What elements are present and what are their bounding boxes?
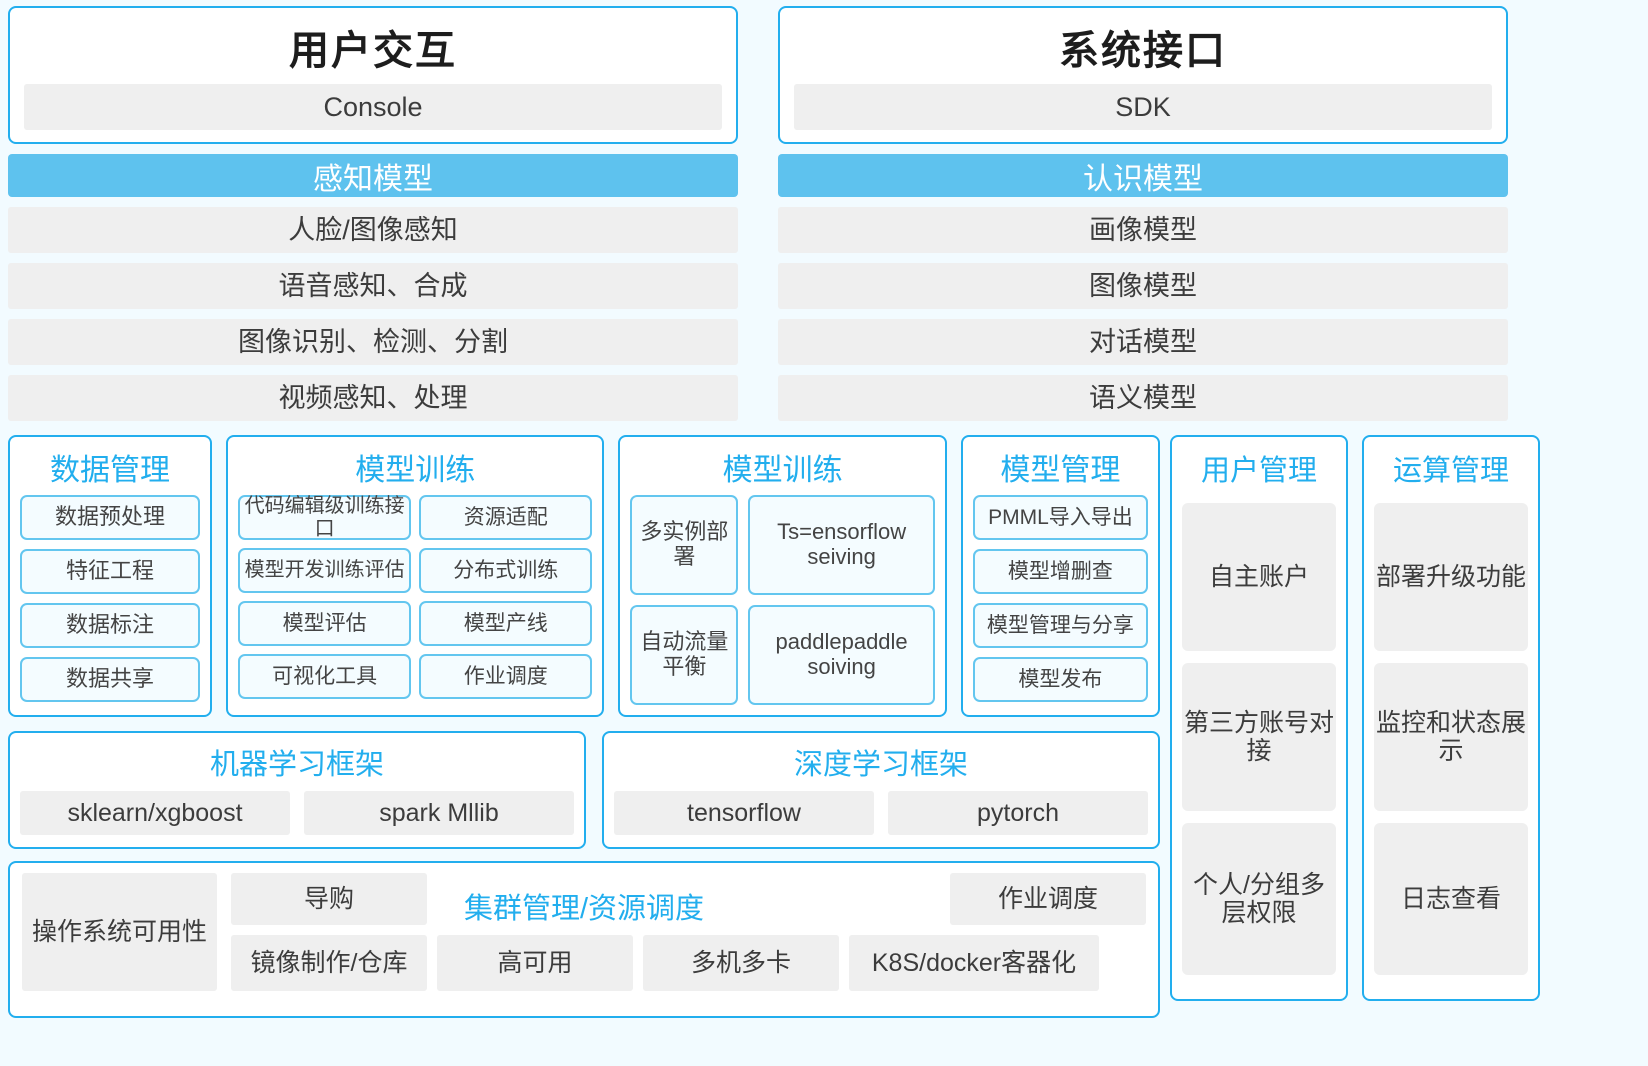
model-training-title: 模型训练 [355,454,476,487]
user-management-title: 用户管理 [1200,455,1317,487]
platform-left: 数据管理 数据预处理 特征工程 数据标注 数据共享 模型训练 代码编辑级训练接口… [8,435,1160,1018]
management-columns: 用户管理 自主账户 第三方账号对接 个人/分组多层权限 运算管理 部署升级功能 … [1170,435,1540,1001]
perception-model-band: 感知模型 [8,154,738,197]
user-management-item-2[interactable]: 个人/分组多层权限 [1182,823,1336,975]
data-management-item-2[interactable]: 数据标注 [20,603,201,648]
model-training-item-5[interactable]: 模型产线 [419,601,593,646]
cluster-bottom-item-1[interactable]: 高可用 [437,935,633,991]
capability-panels-row: 数据管理 数据预处理 特征工程 数据标注 数据共享 模型训练 代码编辑级训练接口… [8,435,1160,717]
ml-framework-item-1[interactable]: spark Mllib [304,791,574,835]
perception-row-2[interactable]: 图像识别、检测、分割 [8,319,738,365]
ml-framework-title: 机器学习框架 [209,749,384,781]
data-management-item-3[interactable]: 数据共享 [20,657,201,702]
frameworks-row: 机器学习框架 sklearn/xgboost spark Mllib 深度学习框… [8,731,1160,849]
cluster-bottom-item-3[interactable]: K8S/docker客器化 [849,935,1099,991]
model-serving-item-1[interactable]: Ts=ensorflow seiving [748,495,935,595]
dl-framework-item-1[interactable]: pytorch [888,791,1148,835]
model-serving-item-0[interactable]: 多实例部署 [630,495,739,595]
cluster-top-item-0[interactable]: 导购 [231,873,427,925]
model-management-item-2[interactable]: 模型管理与分享 [972,603,1148,648]
console-pill[interactable]: Console [24,84,722,130]
perception-row-3[interactable]: 视频感知、处理 [8,375,738,421]
model-training-item-6[interactable]: 可视化工具 [238,654,412,699]
model-serving-title: 模型训练 [722,454,843,487]
model-serving-panel: 模型训练 多实例部署 Ts=ensorflow seiving 自动流量平衡 p… [618,435,947,717]
operating-system-availability[interactable]: 操作系统可用性 [22,873,217,991]
sdk-pill[interactable]: SDK [794,84,1492,130]
ops-management-item-2[interactable]: 日志查看 [1374,823,1528,975]
page-title-user-interaction: 用户交互 [289,29,457,73]
cognition-row-0[interactable]: 画像模型 [778,207,1508,253]
user-interaction-column: 用户交互 Console 感知模型 人脸/图像感知 语音感知、合成 图像识别、检… [8,6,738,421]
data-management-item-1[interactable]: 特征工程 [20,549,201,594]
model-management-title: 模型管理 [1000,454,1121,487]
cluster-top-item-1[interactable]: 作业调度 [950,873,1146,925]
system-interface-column: 系统接口 SDK 认识模型 画像模型 图像模型 对话模型 语义模型 [778,6,1508,421]
cognition-row-2[interactable]: 对话模型 [778,319,1508,365]
perception-row-1[interactable]: 语音感知、合成 [8,263,738,309]
model-training-item-4[interactable]: 模型评估 [238,601,412,646]
cluster-bottom-item-2[interactable]: 多机多卡 [643,935,839,991]
ml-framework-panel: 机器学习框架 sklearn/xgboost spark Mllib [8,731,586,849]
cluster-management-title: 集群管理/资源调度 [463,893,705,925]
user-management-item-0[interactable]: 自主账户 [1182,503,1336,651]
data-management-panel: 数据管理 数据预处理 特征工程 数据标注 数据共享 [8,435,213,717]
dl-framework-item-0[interactable]: tensorflow [614,791,874,835]
data-management-item-0[interactable]: 数据预处理 [20,495,201,540]
user-management-item-1[interactable]: 第三方账号对接 [1182,663,1336,811]
perception-row-0[interactable]: 人脸/图像感知 [8,207,738,253]
cluster-bottom-item-0[interactable]: 镜像制作/仓库 [231,935,427,991]
user-interaction-card: 用户交互 Console [8,6,738,144]
model-management-panel: 模型管理 PMML导入导出 模型增删查 模型管理与分享 模型发布 [960,435,1160,717]
model-training-panel: 模型训练 代码编辑级训练接口 资源适配 模型开发训练评估 分布式训练 模型评估 … [226,435,605,717]
model-serving-item-3[interactable]: paddlepaddle soiving [748,605,935,705]
platform-section: 数据管理 数据预处理 特征工程 数据标注 数据共享 模型训练 代码编辑级训练接口… [8,435,1640,1018]
page-title-system-interface: 系统接口 [1059,29,1227,73]
model-management-item-1[interactable]: 模型增删查 [972,549,1148,594]
model-management-item-0[interactable]: PMML导入导出 [972,495,1148,540]
model-training-item-3[interactable]: 分布式训练 [419,548,593,593]
top-section: 用户交互 Console 感知模型 人脸/图像感知 语音感知、合成 图像识别、检… [8,6,1640,421]
model-training-item-0[interactable]: 代码编辑级训练接口 [238,495,412,540]
dl-framework-panel: 深度学习框架 tensorflow pytorch [602,731,1160,849]
model-training-item-1[interactable]: 资源适配 [419,495,593,540]
model-training-item-7[interactable]: 作业调度 [419,654,593,699]
user-management-panel: 用户管理 自主账户 第三方账号对接 个人/分组多层权限 [1170,435,1348,1001]
ops-management-panel: 运算管理 部署升级功能 监控和状态展示 日志查看 [1362,435,1540,1001]
ops-management-title: 运算管理 [1392,455,1509,487]
system-interface-card: 系统接口 SDK [778,6,1508,144]
ops-management-item-1[interactable]: 监控和状态展示 [1374,663,1528,811]
cognition-model-band: 认识模型 [778,154,1508,197]
ops-management-item-0[interactable]: 部署升级功能 [1374,503,1528,651]
cognition-row-3[interactable]: 语义模型 [778,375,1508,421]
dl-framework-title: 深度学习框架 [793,749,968,781]
cluster-management-panel: 集群管理/资源调度 操作系统可用性 导购 作业调度 镜像制作/仓库 高可用 多机… [8,861,1160,1018]
model-training-item-2[interactable]: 模型开发训练评估 [238,548,412,593]
ml-framework-item-0[interactable]: sklearn/xgboost [20,791,290,835]
model-serving-item-2[interactable]: 自动流量平衡 [630,605,739,705]
cognition-row-1[interactable]: 图像模型 [778,263,1508,309]
data-management-title: 数据管理 [50,454,171,487]
model-management-item-3[interactable]: 模型发布 [972,657,1148,702]
